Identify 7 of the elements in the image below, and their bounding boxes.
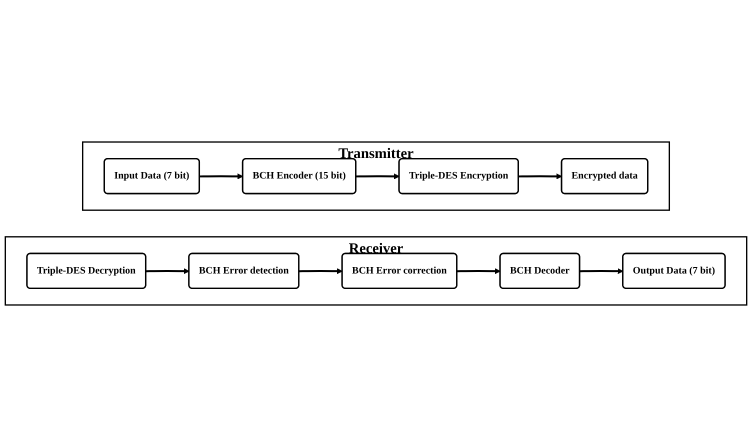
arrow: [356, 173, 400, 180]
arrow: [200, 173, 244, 180]
arrow: [146, 268, 190, 274]
arrow: [580, 268, 624, 274]
arrow: [518, 173, 562, 180]
arrow: [457, 268, 501, 274]
arrow: [299, 268, 343, 274]
